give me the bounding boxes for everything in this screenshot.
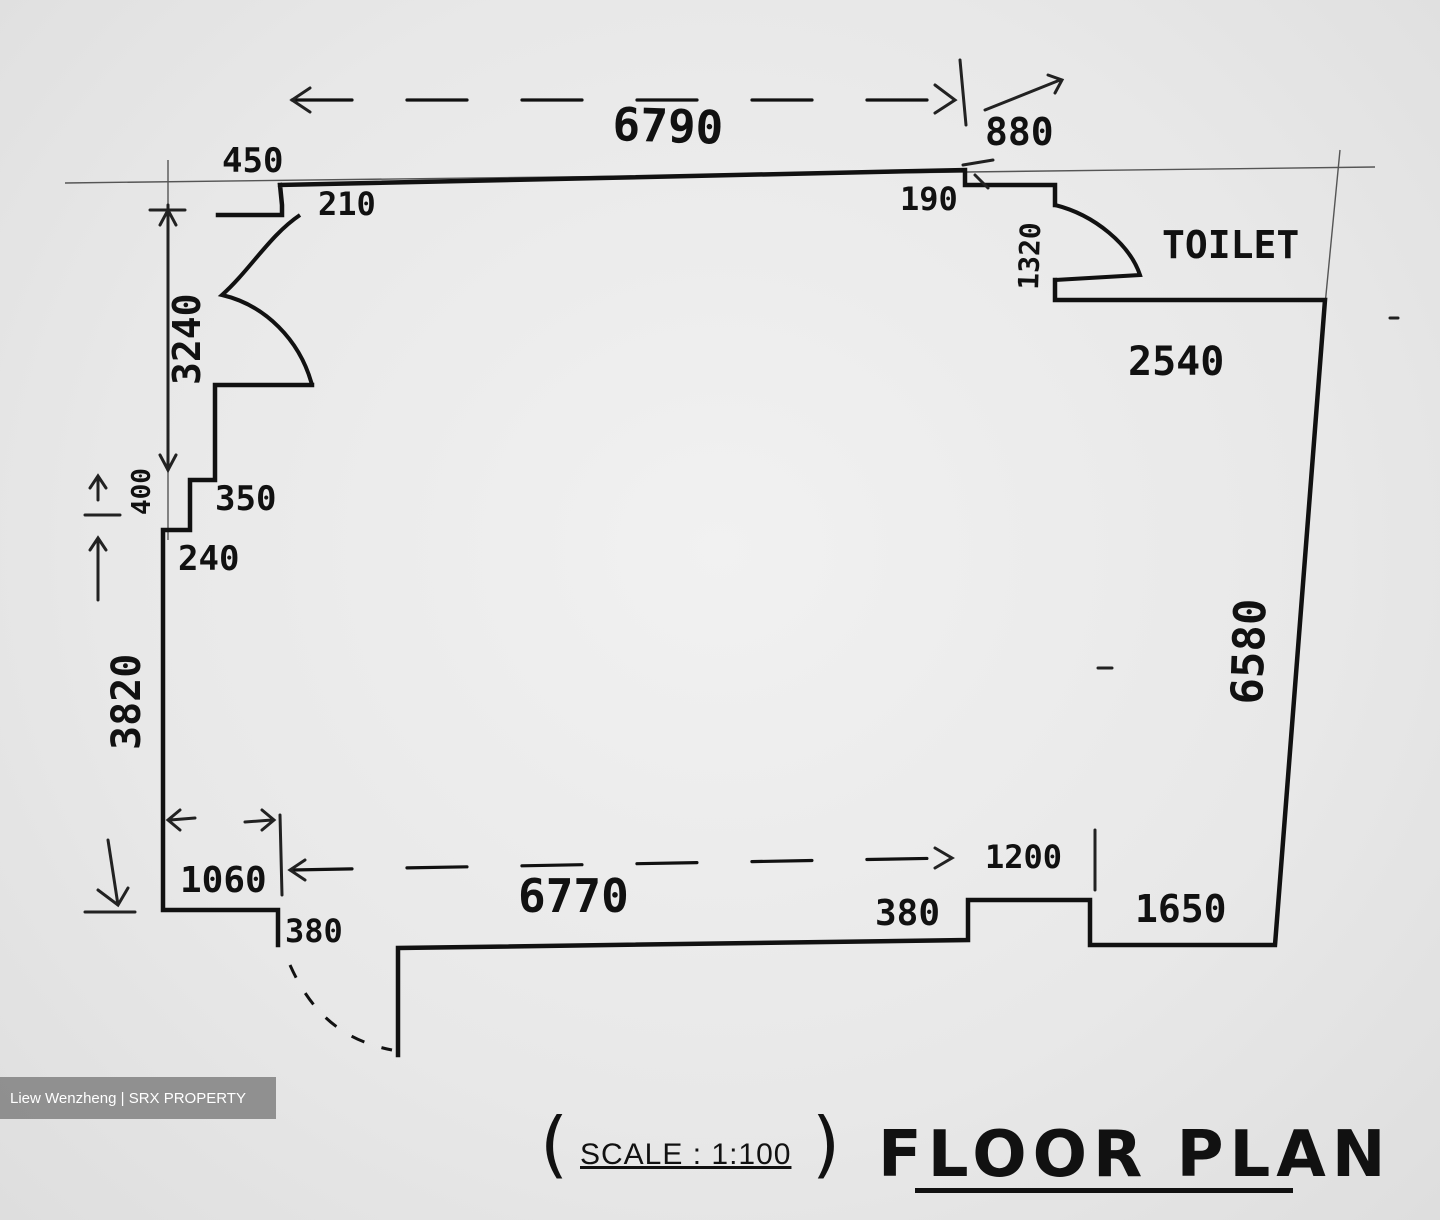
dim-top-right: 880 [985,110,1054,154]
arrow-top-left [289,86,312,114]
guide-line-right [1324,149,1341,306]
dim-right-upper: 2540 [1128,339,1224,385]
dim-left-door: 3240 [165,293,209,385]
entrance-door-swing [288,964,393,1052]
tick-190 [961,158,995,190]
scale-label: SCALE : 1:100 [580,1138,792,1171]
tick-top [958,58,968,127]
arrow-400-top [88,473,108,502]
dim-top-length: 6790 [612,97,725,155]
dim-right-side: 6580 [1222,598,1277,706]
arrow-400-bottom [83,513,122,602]
dim-top-left-offset: 450 [222,141,283,181]
dim-bottom-recess: 1200 [985,838,1062,876]
dim-bottom-length: 6770 [518,869,629,923]
dim-left-step-b: 240 [178,539,239,579]
dim-bottom-right: 1650 [1135,887,1227,931]
dim-bottom-left-step: 380 [285,912,343,950]
arrow-1060-left [165,808,197,832]
arrow-left-mid [158,453,178,474]
page-title: FLOOR PLAN [878,1118,1392,1192]
dim-bottom-left: 1060 [180,860,267,901]
dim-top-right-step: 190 [900,180,958,218]
dim-top-left-step: 210 [318,185,376,223]
dim-toilet-door: 1320 [1012,222,1047,291]
wall-outline [160,167,1328,1058]
arrow-top-right [933,83,958,115]
toilet-door-swing [1054,203,1143,282]
arrow-880 [983,73,1065,112]
dim-left-small: 400 [127,468,157,515]
arrow-1060-right [243,808,277,832]
title-underline [915,1188,1293,1193]
left-door-swing [217,213,314,386]
arrow-left-top [148,206,187,227]
toilet-label: TOILET [1162,223,1299,267]
dim-left-lower: 3820 [104,654,150,750]
scale-paren-open: ( [540,1102,569,1186]
dim-bottom-step: 380 [875,893,940,934]
scale-paren-close: ) [812,1102,841,1186]
arrow-3820-bottom [83,838,137,914]
watermark: Liew Wenzheng | SRX PROPERTY [0,1077,276,1119]
tick-bottom-left [278,813,284,897]
arrow-bottom-right [933,846,955,870]
arrow-bottom-left [287,858,307,882]
dim-left-step-a: 350 [215,479,276,519]
